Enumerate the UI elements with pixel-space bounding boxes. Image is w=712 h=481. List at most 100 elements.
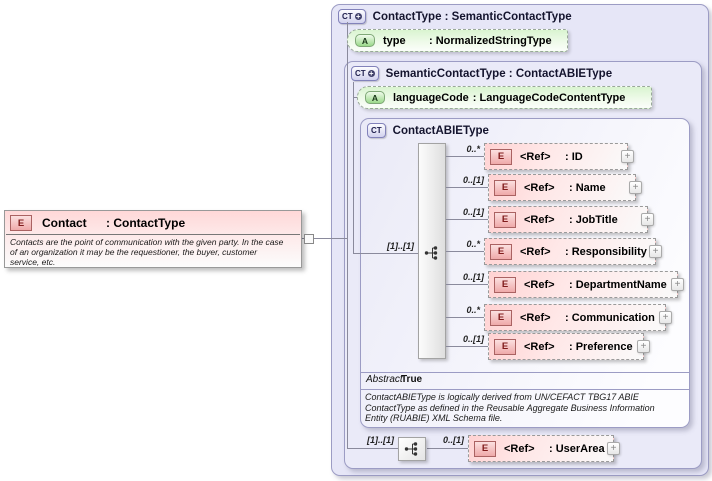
element-ref-label: <Ref> [524,340,555,353]
divider [361,389,689,390]
element-name: : DepartmentName [569,278,667,291]
cardinality-name: 0..[1] [462,175,484,185]
element-name: : ID [565,150,583,163]
expand-icon[interactable]: + [629,181,642,194]
element-name: : JobTitle [569,213,618,226]
element-ref-departmentname[interactable]: E <Ref> : DepartmentName + [488,271,684,298]
element-type-contact: : ContactType [106,216,186,230]
expand-icon[interactable]: + [649,245,662,258]
expand-icon[interactable]: + [621,150,634,163]
element-ref-userarea[interactable]: E <Ref> : UserArea + [468,435,620,462]
element-ref-id[interactable]: E <Ref> : ID + [484,143,634,170]
connector-line [446,156,484,157]
contact-title-row: E Contact : ContactType [5,211,301,231]
attribute-type[interactable]: A type : NormalizedStringType [347,29,568,52]
cardinality-responsibility: 0..* [466,239,480,249]
connector-line [353,97,358,98]
divider [6,234,300,235]
cardinality-departmentname: 0..[1] [462,272,484,282]
complextype-badge-icon: CT + [351,66,379,81]
connector-line [446,187,488,188]
element-ref-preference[interactable]: E <Ref> : Preference + [488,333,650,360]
element-ref-label: <Ref> [504,442,535,455]
attribute-languagecode[interactable]: A languageCode : LanguageCodeContentType [357,86,652,109]
abstract-label: Abstract [366,374,403,385]
expand-icon[interactable]: + [641,213,654,226]
connector-line [446,317,484,318]
cardinality-sequence: [1]..[1] [387,241,414,251]
sequence-icon [404,442,418,456]
contactabietype-documentation: ContactABIEType is logically derived fro… [365,392,655,423]
element-badge-icon: E [490,309,512,326]
connector-line-userarea-sequence [347,448,398,449]
complextype-header-contacttype[interactable]: CT + ContactType : SemanticContactType [338,9,572,24]
element-name: : UserArea [549,442,605,455]
element-ref-label: <Ref> [520,150,551,163]
expand-icon[interactable]: + [659,311,672,324]
cardinality-id: 0..* [466,144,480,154]
element-badge-icon: E [490,148,512,165]
element-ref-label: <Ref> [520,311,551,324]
divider [361,372,689,373]
complextype-header-contactabietype[interactable]: CT ContactABIEType [367,123,489,138]
cardinality-jobtitle: 0..[1] [462,207,484,217]
connector-line-sequence [353,253,418,254]
reference-connector-icon [304,234,314,244]
attribute-badge-icon: A [355,34,375,47]
connector-line [446,251,484,252]
attribute-badge-icon: A [365,91,385,104]
element-badge-icon: E [494,211,516,228]
element-ref-responsibility[interactable]: E <Ref> : Responsibility + [484,238,662,265]
element-badge-icon: E [10,215,32,231]
element-ref-name[interactable]: E <Ref> : Name + [488,174,642,201]
element-badge-icon: E [494,338,516,355]
element-ref-communication[interactable]: E <Ref> : Communication + [484,304,672,331]
element-name: : Responsibility [565,245,647,258]
complextype-badge-icon: CT [367,123,386,138]
element-ref-label: <Ref> [524,213,555,226]
element-name: : Preference [569,340,633,353]
cardinality-communication: 0..* [466,305,480,315]
element-ref-label: <Ref> [520,245,551,258]
expand-icon[interactable]: + [637,340,650,353]
complextype-title-contactabietype: ContactABIEType [392,124,489,137]
attribute-type-suffix: : LanguageCodeContentType [472,91,626,104]
sequence-compositor-bar[interactable] [418,143,446,359]
element-ref-label: <Ref> [524,278,555,291]
attribute-name: languageCode [393,91,469,104]
element-ref-label: <Ref> [524,181,555,194]
contact-documentation: Contacts are the point of communication … [10,237,284,267]
complextype-title-semanticcontacttype: SemanticContactType : ContactABIEType [385,67,613,80]
abstract-value: True [401,374,423,385]
connector-line [446,219,488,220]
connector-line [446,284,488,285]
rail-semanticcontacttype [353,82,354,253]
attribute-name: type [383,34,406,47]
expand-icon[interactable]: + [671,278,684,291]
element-name-contact: Contact [42,216,87,230]
plus-circle-icon: + [367,69,375,78]
element-badge-icon: E [494,276,516,293]
cardinality-preference: 0..[1] [462,334,484,344]
element-ref-jobtitle[interactable]: E <Ref> : JobTitle + [488,206,654,233]
cardinality-userarea: 0..[1] [442,435,464,445]
sequence-compositor-userarea[interactable] [398,437,426,461]
connector-line-contact [302,238,347,239]
complextype-title-contacttype: ContactType : SemanticContactType [372,10,572,23]
element-name: : Name [569,181,606,194]
connector-line [446,346,488,347]
expand-icon[interactable]: + [607,442,620,455]
element-box-contact[interactable]: E Contact : ContactType Contacts are the… [4,210,302,268]
attribute-type-suffix: : NormalizedStringType [429,34,552,47]
plus-circle-icon: + [354,12,362,21]
sequence-icon [424,246,438,260]
complextype-badge-icon: CT + [338,9,366,24]
complextype-header-semanticcontacttype[interactable]: CT + SemanticContactType : ContactABIETy… [351,66,612,81]
rail-contacttype [347,22,348,448]
element-badge-icon: E [490,243,512,260]
element-badge-icon: E [474,440,496,457]
connector-line-userarea [427,448,468,449]
element-name: : Communication [565,311,655,324]
cardinality-userarea-sequence: [1]..[1] [367,435,394,445]
